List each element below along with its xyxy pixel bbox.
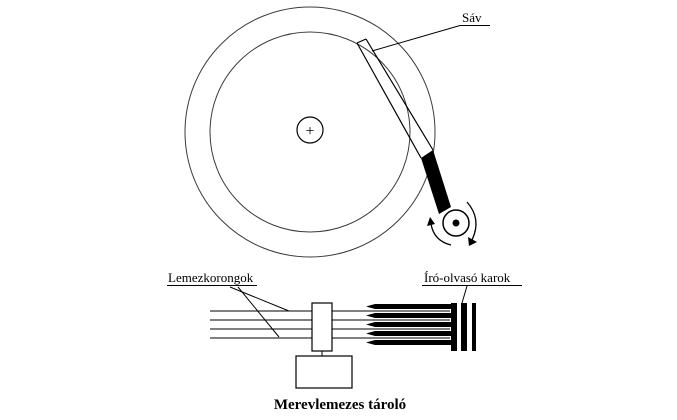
platter-lines-left	[210, 310, 312, 339]
diagram-caption: Merevlemezes tároló	[274, 397, 406, 413]
spindle-shaft	[311, 302, 333, 352]
arm-edge-right	[365, 38, 434, 151]
arm-bar	[366, 340, 451, 345]
arm-bar	[366, 322, 451, 327]
spindle-hub-circle	[296, 116, 324, 144]
platters-leader-line-1	[229, 286, 290, 312]
arm-pivot-dot	[452, 219, 460, 227]
spindle-hub-symbol: +	[305, 123, 314, 140]
inner-track-circle	[209, 31, 411, 233]
actuator-block	[451, 303, 476, 351]
disk-side-view	[210, 302, 476, 389]
outer-platter-circle	[184, 6, 436, 258]
platters-label-group: Lemezkorongok	[167, 270, 290, 338]
actuator-bar	[472, 303, 476, 351]
actuator-bar	[461, 303, 467, 351]
arms-label: Író-olvasó karok	[424, 270, 511, 285]
rotation-arc-left	[430, 223, 452, 246]
arm-bars	[366, 304, 451, 345]
arm-bar	[366, 304, 451, 309]
arm-tip	[356, 38, 367, 44]
platter-lines-right	[332, 310, 450, 339]
read-write-arm-top	[356, 38, 477, 246]
track-label-group: Sáv	[371, 10, 490, 52]
track-leader-line	[371, 25, 461, 52]
arms-leader-line	[461, 285, 468, 304]
pivot-rotation-arrows	[427, 201, 477, 246]
arm-body	[421, 150, 451, 214]
platters-leader-line-2	[237, 286, 280, 338]
actuator-bar	[451, 303, 457, 351]
arm-bar	[366, 331, 451, 336]
track-label: Sáv	[462, 10, 482, 25]
platters-label: Lemezkorongok	[168, 270, 254, 285]
rotation-arrowhead-right	[468, 237, 477, 246]
rotation-arrowhead-left	[427, 217, 435, 226]
arm-bar	[366, 313, 451, 318]
rotation-arc-right	[466, 201, 477, 241]
arms-label-group: Író-olvasó karok	[422, 270, 522, 304]
spindle-motor-box	[295, 355, 353, 389]
disk-top-view: +	[184, 6, 436, 258]
arm-edge-left	[356, 42, 422, 159]
